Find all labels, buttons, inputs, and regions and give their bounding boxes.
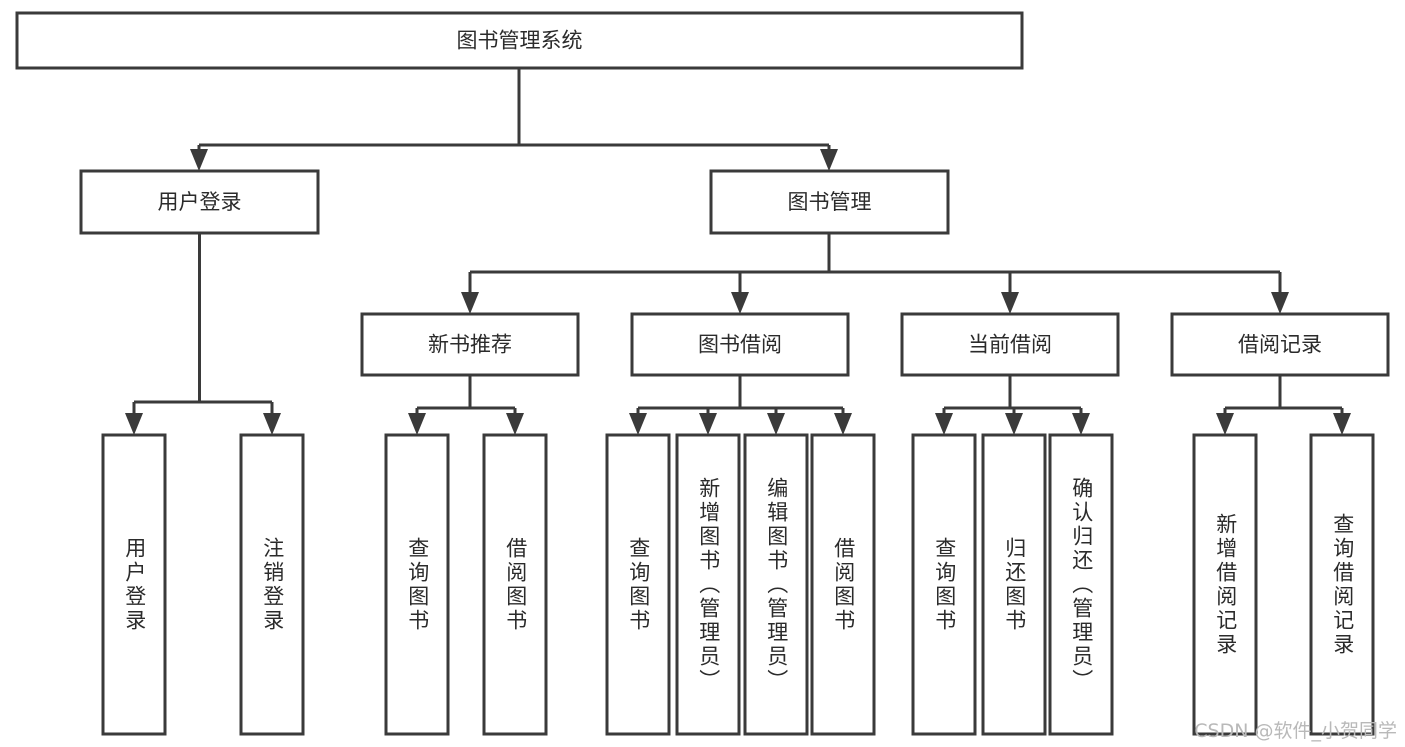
node-box-leaf-edit-book[interactable]	[743, 433, 809, 736]
node-box-leaf-add-book[interactable]	[675, 433, 741, 736]
node-box-leaf-add-record[interactable]	[1192, 433, 1258, 736]
arrow-head-icon	[699, 413, 717, 435]
arrow-head-icon	[629, 413, 647, 435]
node-label-root: 图书管理系统	[457, 29, 583, 53]
node-label-new-book-recommend: 新书推荐	[428, 333, 512, 357]
arrow-head-icon	[1271, 292, 1289, 314]
arrow-head-icon	[506, 413, 524, 435]
arrow-head-icon	[408, 413, 426, 435]
node-box-leaf-query-book-3[interactable]	[911, 433, 977, 736]
node-box-user-login[interactable]	[79, 169, 320, 235]
arrow-head-icon	[820, 149, 838, 171]
arrow-head-icon	[935, 413, 953, 435]
arrow-head-icon	[1005, 413, 1023, 435]
node-label-current-borrow: 当前借阅	[968, 333, 1052, 357]
arrow-head-icon	[1001, 292, 1019, 314]
node-box-leaf-user-logout[interactable]	[239, 433, 305, 736]
node-box-leaf-query-book-1[interactable]	[384, 433, 450, 736]
arrow-head-icon	[1072, 413, 1090, 435]
arrow-head-icon	[125, 413, 143, 435]
boxes-layer	[15, 11, 1390, 736]
node-box-new-book-recommend[interactable]	[360, 312, 580, 377]
arrow-head-icon	[190, 149, 208, 171]
node-box-current-borrow[interactable]	[900, 312, 1120, 377]
arrow-head-icon	[731, 292, 749, 314]
node-box-leaf-borrow-book-1[interactable]	[482, 433, 548, 736]
arrow-head-icon	[767, 413, 785, 435]
node-label-book-borrow: 图书借阅	[698, 333, 782, 357]
node-box-leaf-query-record[interactable]	[1309, 433, 1375, 736]
arrow-head-icon	[834, 413, 852, 435]
arrow-head-icon	[1333, 413, 1351, 435]
node-box-borrow-record[interactable]	[1170, 312, 1390, 377]
node-box-leaf-query-book-2[interactable]	[605, 433, 671, 736]
arrow-head-icon	[263, 413, 281, 435]
node-box-book-borrow[interactable]	[630, 312, 850, 377]
arrow-head-icon	[461, 292, 479, 314]
connectors-layer	[125, 68, 1351, 435]
arrow-head-icon	[1216, 413, 1234, 435]
csdn-watermark: CSDN @软件_小贺同学	[1194, 720, 1397, 742]
node-box-leaf-confirm-return[interactable]	[1048, 433, 1114, 736]
node-box-book-manage[interactable]	[709, 169, 950, 235]
node-box-leaf-user-login[interactable]	[101, 433, 167, 736]
node-box-root[interactable]	[15, 11, 1024, 70]
node-label-borrow-record: 借阅记录	[1238, 333, 1322, 357]
node-box-leaf-return-book[interactable]	[981, 433, 1047, 736]
node-box-leaf-borrow-book-2[interactable]	[810, 433, 876, 736]
node-label-book-manage: 图书管理	[788, 190, 872, 214]
node-label-user-login: 用户登录	[158, 190, 242, 214]
